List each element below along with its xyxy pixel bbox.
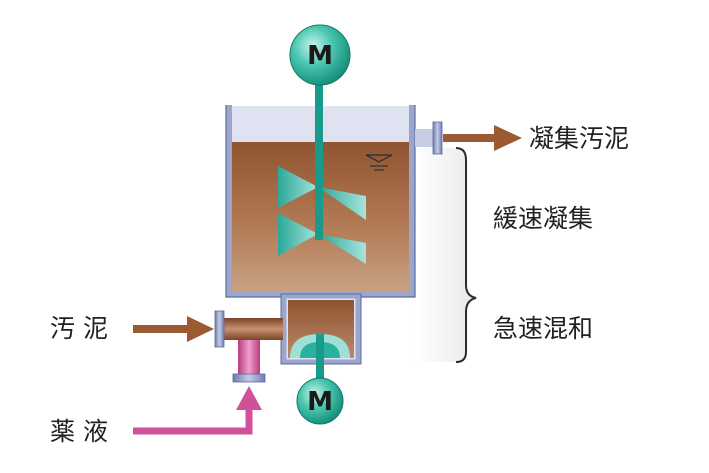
label-chemical: 薬 液: [50, 417, 108, 446]
motor-icon-bottom: M: [296, 377, 344, 425]
label-coagulated-sludge: 凝集汚泥: [529, 124, 630, 153]
agitator-blades: [278, 166, 366, 264]
label-slow-flocculation: 緩速凝集: [493, 204, 594, 233]
arrow-icon-sludge-in: [133, 316, 214, 342]
top-mixer: [315, 70, 323, 240]
chemical-inlet-pipe: [232, 340, 266, 383]
arrow-icon-chemical-in: [133, 386, 262, 435]
sludge-outlet-pipe: [415, 121, 443, 155]
motor-letter-bottom: M: [307, 387, 333, 417]
sludge-inlet-pipe: [214, 310, 283, 348]
label-rapid-mixing: 急速混和: [493, 314, 594, 343]
bottom-mixer: [316, 334, 324, 386]
motor-icon-top: M: [289, 24, 351, 86]
water-level-icon: [365, 154, 393, 171]
label-sludge: 汚 泥: [50, 314, 108, 343]
stage-bracket: [415, 147, 477, 363]
arrow-icon-outlet: [443, 125, 522, 151]
motor-letter-top: M: [307, 41, 333, 71]
